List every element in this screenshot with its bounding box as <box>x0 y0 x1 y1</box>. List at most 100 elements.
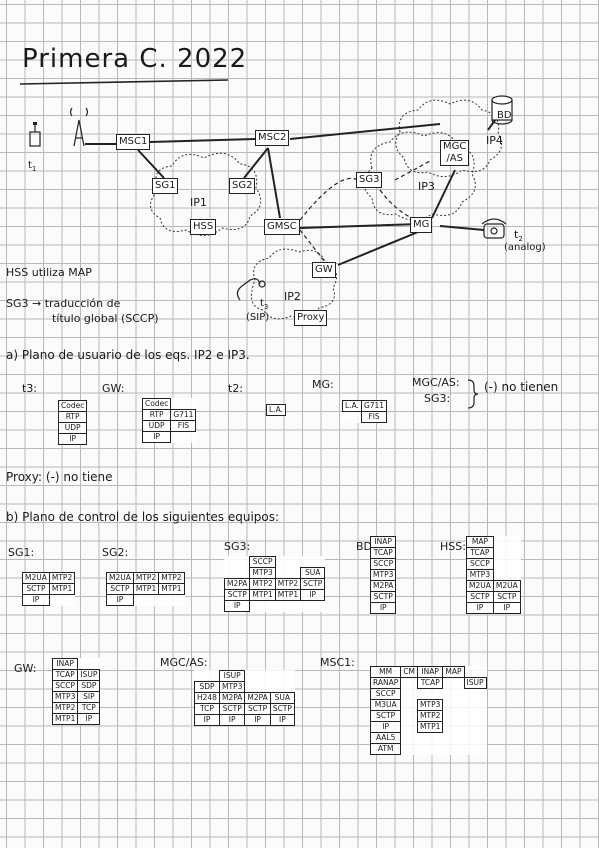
stack-cell: SCTP <box>106 583 134 595</box>
stack-cell: M2PA <box>369 580 397 592</box>
stack-cell: SDP <box>77 680 101 692</box>
stack-cell: Codec <box>141 398 172 410</box>
section-b-gw-label: GW: <box>14 662 37 675</box>
stack-cell <box>464 711 486 722</box>
stack-cell: INAP <box>51 658 79 670</box>
stack-cell <box>493 548 520 559</box>
stack-cell: M2UA <box>106 572 134 584</box>
stack-row: RTP <box>57 411 88 423</box>
stack-cell <box>133 595 158 606</box>
stack-cell: IP <box>218 714 246 726</box>
cloud-ip4-label: IP4 <box>486 134 503 147</box>
stack-cell: IP <box>244 714 271 726</box>
section-a-gw-label: GW: <box>102 382 125 395</box>
stack-cell: M2PA <box>223 578 251 590</box>
stack-row: L.A. <box>266 404 286 416</box>
stack-cell: IP <box>57 433 88 445</box>
node-proxy: Proxy <box>294 310 328 326</box>
stack-cell: SCTP <box>369 591 397 603</box>
stack-cell <box>301 601 325 612</box>
note-hss: HSS utiliza MAP <box>6 266 92 279</box>
stack-cell <box>225 568 250 579</box>
section-a-t2-label: t2: <box>228 382 244 395</box>
stack-row: IP <box>57 433 88 445</box>
stack-cell: RTP <box>57 411 88 423</box>
section-a-sg3-label: SG3: <box>424 392 451 405</box>
node-sg3: SG3 <box>356 172 383 188</box>
stack-cell: IP <box>369 721 402 733</box>
stack-cell: SCCP <box>369 558 397 570</box>
stack-cell: IP <box>492 602 521 614</box>
stack-row: TCAP <box>369 547 397 559</box>
stack-cell: RTP <box>141 409 172 421</box>
stack-cell: MTP3 <box>369 569 397 581</box>
section-a-mg-label: MG: <box>312 378 334 391</box>
terminal-t1-label: t1 <box>28 160 37 173</box>
stack-cell: SDP <box>194 681 220 693</box>
stack-cell: MAP <box>442 666 465 678</box>
cloud-ip1 <box>150 152 262 236</box>
stack-cell <box>401 689 418 700</box>
stack-a-t2: L.A. <box>266 404 286 416</box>
stack-cell <box>225 557 250 568</box>
stack-cell <box>401 733 418 744</box>
antenna-icon <box>69 107 89 147</box>
node-gmsc: GMSC <box>264 219 300 235</box>
stack-cell <box>443 678 464 689</box>
stack-cell: SUA <box>300 567 326 579</box>
stack-cell: TCAP <box>417 677 444 689</box>
stack-cell: MAP <box>466 536 494 548</box>
stack-row: FIS <box>343 411 388 423</box>
stack-cell: MTP1 <box>132 583 160 595</box>
stack-cell <box>401 744 418 755</box>
node-bd: BD <box>497 110 512 121</box>
node-msc1: MSC1 <box>116 134 151 150</box>
stack-cell: SCTP <box>244 703 271 715</box>
stack-cell: MTP2 <box>417 710 444 722</box>
stack-cell: MTP2 <box>158 572 185 584</box>
stack-cell: G711 <box>360 400 388 412</box>
stack-row: TCAP <box>466 547 521 559</box>
stack-cell: SCCP <box>466 558 494 570</box>
stack-cell: SCTP <box>369 710 402 722</box>
cloud-ip4 <box>395 99 503 177</box>
stack-cell: IP <box>194 714 220 726</box>
stack-cell: IP <box>466 602 494 614</box>
stack-row: INAP <box>369 536 397 548</box>
stack-cell: SCTP <box>223 589 251 601</box>
stack-cell: MTP1 <box>274 589 302 601</box>
stack-cell: TCAP <box>466 547 494 559</box>
stack-cell: MTP1 <box>51 713 79 725</box>
stack-cell <box>493 559 520 570</box>
stack-cell <box>493 537 520 548</box>
stack-cell: SCTP <box>300 578 326 590</box>
stack-row: M2PA <box>369 580 397 592</box>
stack-cell: Codec <box>57 400 88 412</box>
stack-row: MAP <box>466 536 521 548</box>
stack-row: MTP3 <box>369 569 397 581</box>
stack-cell: SCTP <box>269 703 295 715</box>
stack-cell <box>443 689 464 700</box>
stack-row: IP <box>223 600 325 612</box>
brace <box>467 379 479 409</box>
stack-cell: MTP3 <box>417 699 444 711</box>
stack-row: AAL5 <box>369 732 487 744</box>
terminal-t2-note: (analog) <box>504 242 546 253</box>
